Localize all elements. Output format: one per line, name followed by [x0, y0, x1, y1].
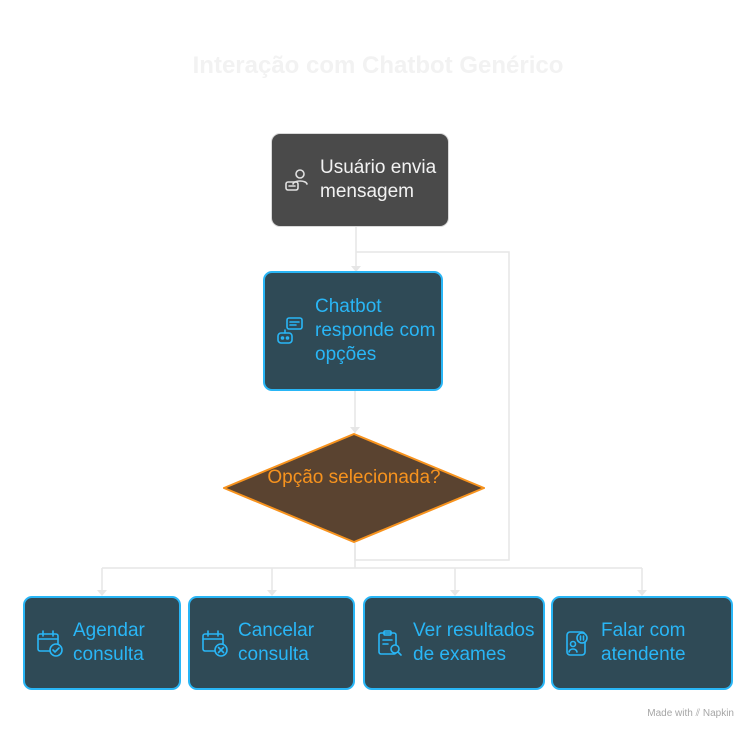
decision-diamond	[223, 433, 485, 543]
footer-attribution: Made with ⫽ Napkin	[647, 708, 734, 719]
arrow-user-to-bot	[351, 266, 361, 272]
arrow-option-3	[450, 590, 460, 596]
node-user-sends-message: Usuário envia mensagem	[271, 133, 449, 227]
option-talk-to-agent: Falar com atendente	[551, 596, 733, 690]
option-label: Agendar consulta	[73, 620, 145, 665]
option-label: Cancelar consulta	[238, 620, 315, 665]
option-label: Ver resultados de exames	[413, 620, 535, 665]
option-label: Falar com atendente	[601, 620, 686, 665]
support-agent-icon	[563, 628, 593, 658]
calendar-cancel-icon	[200, 628, 230, 658]
arrow-option-1	[97, 590, 107, 596]
chatbot-icon	[275, 315, 305, 347]
node-user-label: Usuário envia mensagem	[320, 157, 437, 202]
user-message-icon	[282, 166, 312, 194]
calendar-check-icon	[35, 628, 65, 658]
arrow-bot-to-decision	[350, 427, 360, 433]
arrow-option-4	[637, 590, 647, 596]
footer-text: Made with	[647, 708, 693, 719]
arrow-option-2	[267, 590, 277, 596]
edge-decision-to-options	[101, 543, 643, 590]
node-bot-label: Chatbot responde com opções	[315, 296, 436, 365]
node-chatbot-responds: Chatbot responde com opções	[263, 271, 443, 391]
option-view-exam-results: Ver resultados de exames	[363, 596, 545, 690]
clipboard-search-icon	[375, 628, 405, 658]
option-schedule-appointment: Agendar consulta	[23, 596, 181, 690]
napkin-logo-icon: ⫽	[695, 708, 701, 719]
footer-brand: Napkin	[702, 708, 734, 719]
decision-label: Opção selecionada?	[267, 467, 441, 488]
diagram-title: Interação com Chatbot Genérico	[192, 52, 564, 79]
option-cancel-appointment: Cancelar consulta	[188, 596, 355, 690]
